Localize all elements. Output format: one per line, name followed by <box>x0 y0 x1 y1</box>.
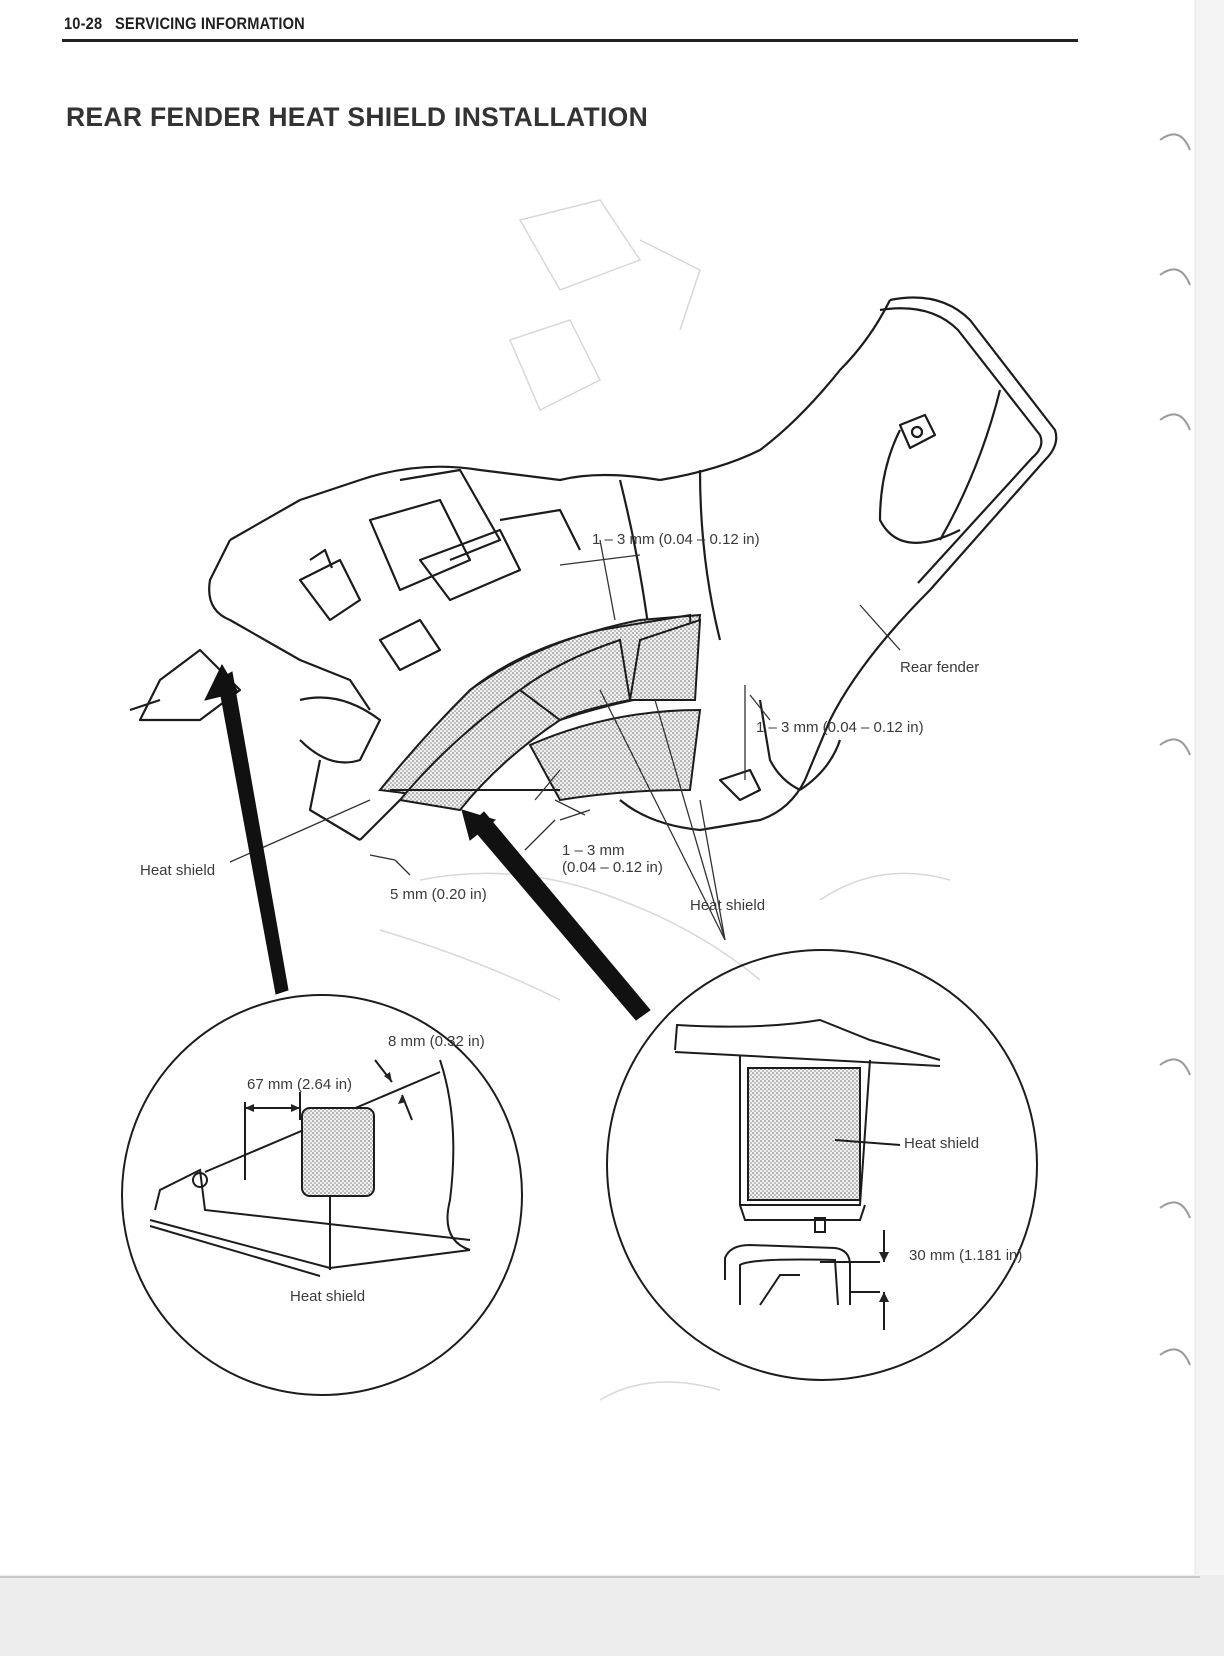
label-detail-left-heat-shield: Heat shield <box>290 1288 366 1305</box>
label-dim-30mm: 30 mm (1.181 in) <box>909 1247 1023 1264</box>
label-gap-lower: 1 – 3 mm (0.04 – 0.12 in) <box>562 842 663 876</box>
page-header: 10-28 SERVICING INFORMATION <box>64 14 305 34</box>
label-rear-fender: Rear fender <box>900 659 980 676</box>
label-detail-right-heat-shield: Heat shield <box>904 1135 980 1152</box>
page-title: REAR FENDER HEAT SHIELD INSTALLATION <box>66 102 649 132</box>
label-heat-shield-left: Heat shield <box>140 862 216 879</box>
detail-circle-left <box>121 994 523 1396</box>
heat-shield-panels <box>378 613 702 812</box>
label-dim-8mm: 8 mm (0.32 in) <box>388 1033 485 1050</box>
label-gap-top: 1 – 3 mm (0.04 – 0.12 in) <box>592 531 760 548</box>
detail-left-arrowheads <box>245 1072 406 1112</box>
label-gap-right: 1 – 3 mm (0.04 – 0.12 in) <box>756 719 924 736</box>
page-number: 10-28 <box>64 14 103 33</box>
label-dim-67mm: 67 mm (2.64 in) <box>247 1076 353 1093</box>
detail-pointer-arrows <box>204 663 651 1021</box>
leader-lines <box>229 539 901 941</box>
label-edge-5mm: 5 mm (0.20 in) <box>390 886 487 903</box>
binder-hole-marks <box>1159 133 1191 1366</box>
detail-circle-right <box>606 949 1038 1381</box>
header-rule <box>62 39 1078 42</box>
label-gap-lower-line1: 1 – 3 mm <box>562 842 625 859</box>
label-heat-shield-center: Heat shield <box>690 897 766 914</box>
rear-fender-body <box>129 296 1058 841</box>
detail-right-arrowheads <box>879 1252 889 1302</box>
label-gap-lower-line2: (0.04 – 0.12 in) <box>562 859 663 876</box>
ghost-background-drawing <box>379 199 951 1401</box>
section-title: SERVICING INFORMATION <box>114 14 305 33</box>
